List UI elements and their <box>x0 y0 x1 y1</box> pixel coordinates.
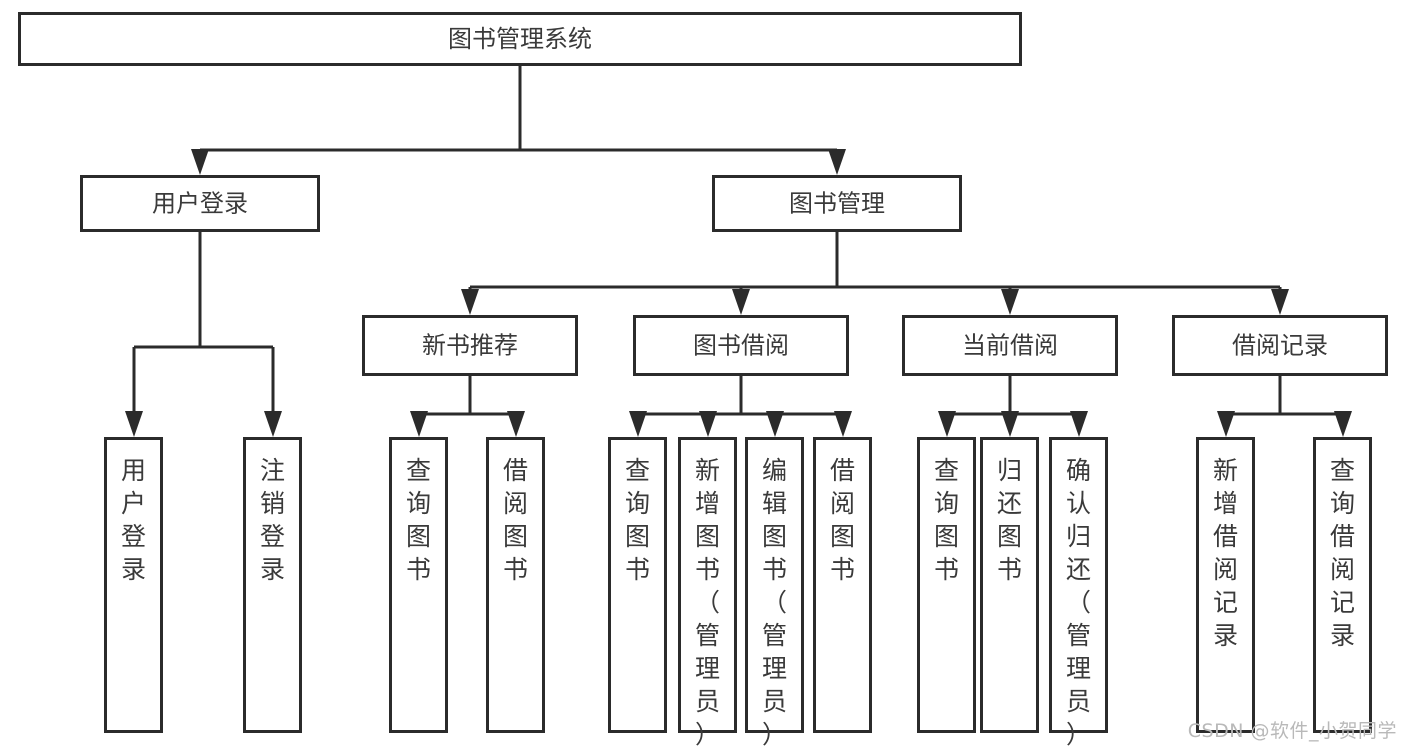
node-label-leaf9: 查询图书 <box>934 456 959 584</box>
node-box-root <box>18 12 1022 66</box>
node-root[interactable]: 图书管理系统 <box>18 12 1022 66</box>
node-box-l2d <box>1172 315 1388 376</box>
node-l2c[interactable]: 当前借阅 <box>902 315 1118 376</box>
node-leaf11[interactable]: 确认归还（管理员） <box>1049 437 1108 747</box>
node-layer: 图书管理系统用户登录图书管理新书推荐图书借阅当前借阅借阅记录用户登录注销登录查询… <box>18 12 1388 747</box>
node-label-leaf4: 借阅图书 <box>503 456 528 584</box>
node-box-l1b <box>712 175 962 232</box>
node-box-leaf2 <box>243 437 302 733</box>
node-leaf9[interactable]: 查询图书 <box>917 437 976 733</box>
node-l2d[interactable]: 借阅记录 <box>1172 315 1388 376</box>
node-box-leaf3 <box>389 437 448 733</box>
node-label-leaf10: 归还图书 <box>997 456 1022 584</box>
node-label-leaf8: 借阅图书 <box>830 456 855 584</box>
node-box-leaf1 <box>104 437 163 733</box>
node-box-leaf12 <box>1196 437 1255 733</box>
node-label-leaf11: 确认归还（管理员） <box>1066 456 1091 747</box>
node-box-leaf11 <box>1049 437 1108 733</box>
node-box-leaf7 <box>745 437 804 733</box>
node-leaf12[interactable]: 新增借阅记录 <box>1196 437 1255 733</box>
node-box-leaf4 <box>486 437 545 733</box>
node-box-leaf8 <box>813 437 872 733</box>
node-label-leaf5: 查询图书 <box>625 456 650 584</box>
node-label-leaf1: 用户登录 <box>121 456 146 584</box>
node-l2b[interactable]: 图书借阅 <box>633 315 849 376</box>
node-label-leaf2: 注销登录 <box>260 456 285 584</box>
node-leaf10[interactable]: 归还图书 <box>980 437 1039 733</box>
node-box-leaf9 <box>917 437 976 733</box>
node-box-l1a <box>80 175 320 232</box>
node-leaf7[interactable]: 编辑图书（管理员） <box>745 437 804 747</box>
node-leaf8[interactable]: 借阅图书 <box>813 437 872 733</box>
node-leaf5[interactable]: 查询图书 <box>608 437 667 733</box>
node-label-l2d: 借阅记录 <box>1232 332 1328 360</box>
node-label-l1a: 用户登录 <box>152 190 248 218</box>
node-label-leaf13: 查询借阅记录 <box>1330 456 1355 650</box>
node-leaf1[interactable]: 用户登录 <box>104 437 163 733</box>
node-box-l2b <box>633 315 849 376</box>
node-box-l2c <box>902 315 1118 376</box>
node-leaf2[interactable]: 注销登录 <box>243 437 302 733</box>
connector-layer <box>125 66 1352 437</box>
node-leaf13[interactable]: 查询借阅记录 <box>1313 437 1372 733</box>
node-leaf3[interactable]: 查询图书 <box>389 437 448 733</box>
node-box-leaf6 <box>678 437 737 733</box>
node-label-l2a: 新书推荐 <box>422 332 518 360</box>
node-label-leaf12: 新增借阅记录 <box>1213 456 1238 650</box>
node-label-l2c: 当前借阅 <box>962 332 1058 360</box>
node-leaf6[interactable]: 新增图书（管理员） <box>678 437 737 747</box>
node-label-leaf3: 查询图书 <box>406 456 431 584</box>
node-label-l2b: 图书借阅 <box>693 332 789 360</box>
node-l1a[interactable]: 用户登录 <box>80 175 320 232</box>
node-box-leaf13 <box>1313 437 1372 733</box>
node-l1b[interactable]: 图书管理 <box>712 175 962 232</box>
csdn-watermark: CSDN @软件_小贺同学 <box>1187 720 1397 742</box>
node-label-root: 图书管理系统 <box>448 25 592 53</box>
node-l2a[interactable]: 新书推荐 <box>362 315 578 376</box>
node-label-leaf7: 编辑图书（管理员） <box>762 456 787 747</box>
node-box-l2a <box>362 315 578 376</box>
node-box-leaf10 <box>980 437 1039 733</box>
node-label-leaf6: 新增图书（管理员） <box>695 456 720 747</box>
node-label-l1b: 图书管理 <box>789 190 885 218</box>
node-leaf4[interactable]: 借阅图书 <box>486 437 545 733</box>
node-box-leaf5 <box>608 437 667 733</box>
